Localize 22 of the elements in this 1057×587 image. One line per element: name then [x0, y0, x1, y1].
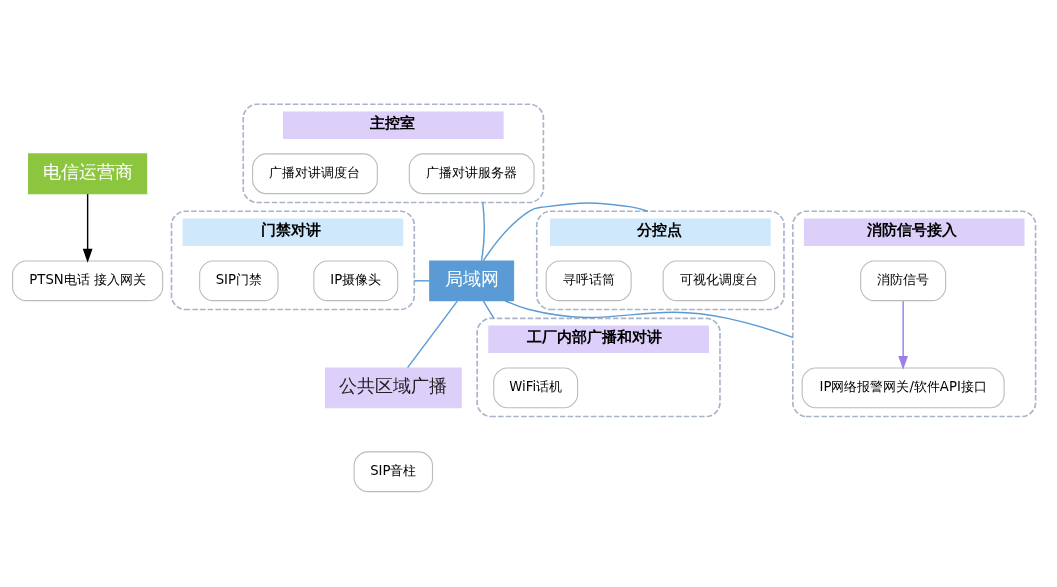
- node-box: 寻呼话筒: [545, 260, 632, 302]
- connector: [480, 201, 485, 262]
- node-box: IP摄像头: [313, 260, 399, 302]
- node-box: 电信运营商: [28, 153, 148, 195]
- arrow: [82, 193, 93, 263]
- node-box: 广播对讲调度台: [252, 153, 378, 195]
- node-box: SIP门禁: [199, 260, 279, 302]
- connector: [482, 300, 495, 320]
- node-box: 广播对讲服务器: [408, 153, 535, 195]
- node-box: IP网络报警网关/软件API接口: [801, 367, 1005, 409]
- node-box: PTSN电话 接入网关: [12, 260, 164, 302]
- node-box: 公共区域广播: [324, 367, 462, 409]
- node-box: 消防信号: [860, 260, 947, 302]
- connector: [406, 300, 458, 369]
- connector: [413, 280, 431, 282]
- connector: [504, 300, 794, 339]
- arrow: [898, 300, 908, 370]
- connector: [482, 202, 649, 262]
- node-box: WiFi话机: [493, 367, 579, 409]
- node-box: 可视化调度台: [662, 260, 776, 302]
- node-box: 局域网: [429, 260, 515, 302]
- node-box: SIP音柱: [353, 451, 434, 493]
